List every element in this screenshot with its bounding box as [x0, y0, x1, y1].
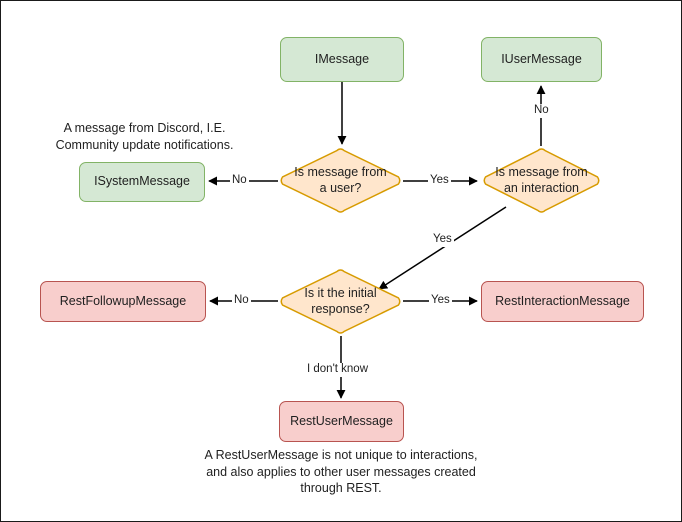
- node-restinteractionmessage-label: RestInteractionMessage: [495, 293, 630, 308]
- node-is-message-from-an-interaction[interactable]: Is message from an interaction: [481, 146, 602, 215]
- edge-label-yes-to-interaction: Yes: [428, 174, 451, 188]
- annotation-rest-user-message-note: A RestUserMessage is not unique to inter…: [204, 448, 478, 495]
- node-restfollowupmessage-label: RestFollowupMessage: [59, 293, 187, 308]
- node-imessage[interactable]: IMessage: [280, 37, 404, 82]
- node-is-message-from-a-user[interactable]: Is message from a user?: [278, 146, 403, 215]
- node-isystemmessage-label: ISystemMessage: [94, 174, 190, 189]
- node-is-it-the-initial-response-label: Is it the initial response?: [304, 285, 377, 316]
- edge-label-no-to-restfollowup: No: [232, 294, 251, 308]
- node-isystemmessage[interactable]: ISystemMessage: [79, 162, 205, 202]
- annotation-system-message-note: A message from Discord, I.E. Community u…: [55, 121, 234, 152]
- node-is-message-from-a-user-label: Is message from a user?: [294, 164, 387, 195]
- edge-label-no-to-iusermessage: No: [532, 104, 551, 118]
- node-restinteractionmessage[interactable]: RestInteractionMessage: [481, 281, 644, 322]
- edge-label-i-dont-know: I don't know: [305, 363, 371, 377]
- node-iusermessage-label: IUserMessage: [501, 51, 582, 66]
- diamond-shape: [483, 148, 600, 213]
- node-is-message-from-an-interaction-label: Is message from an interaction: [495, 164, 588, 195]
- node-imessage-label: IMessage: [314, 51, 370, 66]
- node-restusermessage-label: RestUserMessage: [290, 413, 393, 428]
- node-restusermessage[interactable]: RestUserMessage: [279, 401, 404, 442]
- node-is-it-the-initial-response[interactable]: Is it the initial response?: [278, 267, 403, 336]
- node-restfollowupmessage[interactable]: RestFollowupMessage: [40, 281, 206, 322]
- edge-label-yes-to-restinteraction: Yes: [429, 294, 452, 308]
- diamond-shape: [280, 148, 401, 213]
- edge-label-yes-to-initial-response: Yes: [431, 233, 454, 247]
- node-iusermessage[interactable]: IUserMessage: [481, 37, 602, 82]
- edge-label-no-to-isystemmessage: No: [230, 174, 249, 188]
